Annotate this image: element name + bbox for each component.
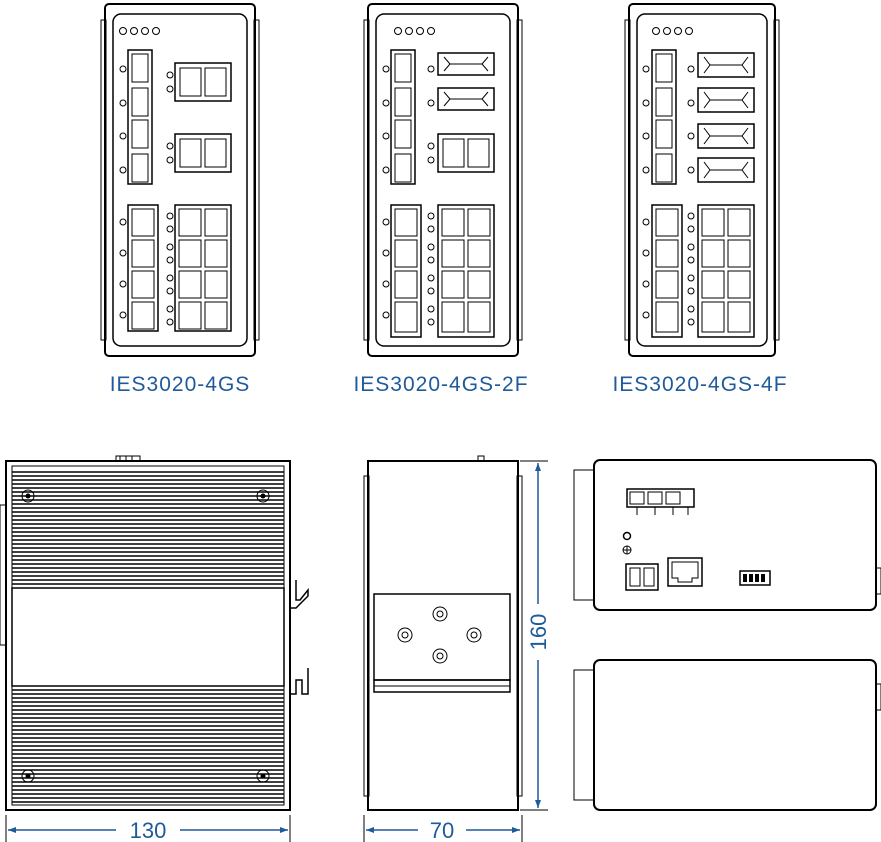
console-rj45-port: [667, 557, 703, 587]
front-view-ies3020-4gs-4f: [624, 3, 780, 357]
dimension-depth: 70: [363, 815, 523, 842]
sfp-port-column: [382, 49, 416, 185]
din-rail-screws: [397, 606, 482, 664]
heatsink-fins-bottom: [12, 689, 284, 803]
model-label-ies3020-4gs-2f: IES3020-4GS-2F: [353, 373, 528, 396]
top-view-connectors: [573, 459, 881, 611]
dimension-width-label: 130: [130, 818, 167, 842]
mounting-screws: [21, 489, 270, 783]
rj45-port-bank: [382, 204, 495, 338]
fiber-sc-port-group: [427, 52, 495, 111]
din-rail-clip: [289, 580, 309, 695]
front-view-ies3020-4gs-2f: [363, 3, 523, 357]
rj45-combo-block: [427, 133, 495, 173]
dimension-height: 160: [520, 460, 551, 811]
bottom-view: [573, 659, 881, 811]
rj45-port-bank: [119, 204, 232, 332]
sfp-port-column: [119, 49, 153, 185]
rj45-combo-block: [166, 62, 232, 173]
front-view-ies3020-4gs: [100, 3, 260, 357]
status-led-group: [394, 27, 435, 35]
fiber-sc-port-group: [687, 52, 755, 183]
status-led-group: [119, 27, 160, 35]
dip-switch: [739, 570, 771, 586]
status-led-group: [652, 27, 693, 35]
model-label-ies3020-4gs: IES3020-4GS: [110, 373, 251, 396]
sfp-port-column: [642, 49, 677, 185]
ground-screw-icon: [622, 531, 632, 541]
rj45-port-bank: [642, 204, 755, 338]
dimension-width: 130: [5, 815, 291, 842]
model-label-ies3020-4gs-4f: IES3020-4GS-4F: [612, 373, 787, 396]
terminal-block-connector: [626, 488, 695, 515]
rear-view-din-rail: [363, 455, 523, 811]
heatsink-fins-top: [12, 471, 284, 585]
dimension-depth-label: 70: [430, 818, 454, 842]
side-view-heatsink: [0, 455, 309, 811]
dimension-height-label: 160: [526, 614, 551, 651]
power-terminal-connector: [625, 563, 659, 591]
ground-symbol-icon: [622, 545, 632, 555]
